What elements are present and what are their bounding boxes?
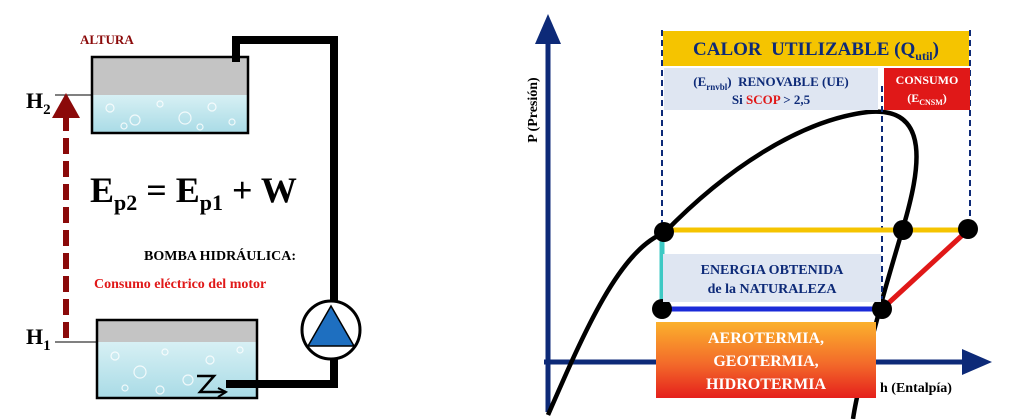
- pump-title: BOMBA HIDRÁULICA:: [144, 247, 296, 264]
- svg-text:(ECNSM): (ECNSM): [907, 91, 947, 107]
- lower-tank: [95, 318, 259, 400]
- svg-text:CONSUMO: CONSUMO: [896, 73, 959, 87]
- left-panel: ALTURA: [26, 32, 362, 400]
- dashed-guides: [661, 30, 971, 308]
- pump-description: Consumo eléctrico del motor: [94, 277, 266, 292]
- svg-text:H1: H1: [26, 324, 51, 354]
- x-axis-label: h (Entalpía): [880, 381, 952, 396]
- svg-text:CALOR UTILIZABLE (Qutil): CALOR UTILIZABLE (Qutil): [693, 39, 939, 63]
- h1-label: H1: [26, 324, 51, 354]
- svg-text:de la NATURALEZA: de la NATURALEZA: [708, 282, 838, 297]
- compressor-line: [880, 228, 970, 311]
- energy-equation: Ep2 = Ep1 + W: [90, 170, 297, 215]
- svg-text:HIDROTERMIA: HIDROTERMIA: [706, 376, 826, 393]
- svg-text:GEOTERMIA,: GEOTERMIA,: [713, 353, 818, 370]
- right-panel: P (Presión) h (Entalpía) CALOR UTILIZABL…: [526, 14, 992, 419]
- svg-text:ENERGIA OBTENIDA: ENERGIA OBTENIDA: [701, 263, 845, 278]
- svg-text:Si SCOP > 2,5: Si SCOP > 2,5: [732, 92, 811, 107]
- cycle-points: [652, 219, 978, 319]
- x-axis-arrow: [962, 349, 992, 375]
- pump-icon: [300, 299, 362, 361]
- y-axis-label: P (Presión): [526, 77, 541, 143]
- upper-tank: [90, 55, 250, 135]
- consumo-box: CONSUMO (ECNSM): [884, 68, 970, 110]
- height-arrow: [52, 93, 80, 338]
- energia-obtenida-box: ENERGIA OBTENIDA de la NATURALEZA: [663, 254, 881, 302]
- h2-label: H2: [26, 88, 51, 118]
- svg-text:AEROTERMIA,: AEROTERMIA,: [708, 330, 824, 347]
- calor-utilizable-box: CALOR UTILIZABLE (Qutil): [663, 31, 969, 66]
- aerotermia-box: AEROTERMIA, GEOTERMIA, HIDROTERMIA: [656, 322, 876, 398]
- svg-text:H2: H2: [26, 88, 51, 118]
- y-axis-arrow: [535, 14, 561, 44]
- renovable-box: (Ernvbl) RENOVABLE (UE) Si SCOP > 2,5: [664, 68, 878, 110]
- altura-label: ALTURA: [80, 32, 134, 47]
- svg-text:(Ernvbl) RENOVABLE (UE): (Ernvbl) RENOVABLE (UE): [693, 74, 848, 92]
